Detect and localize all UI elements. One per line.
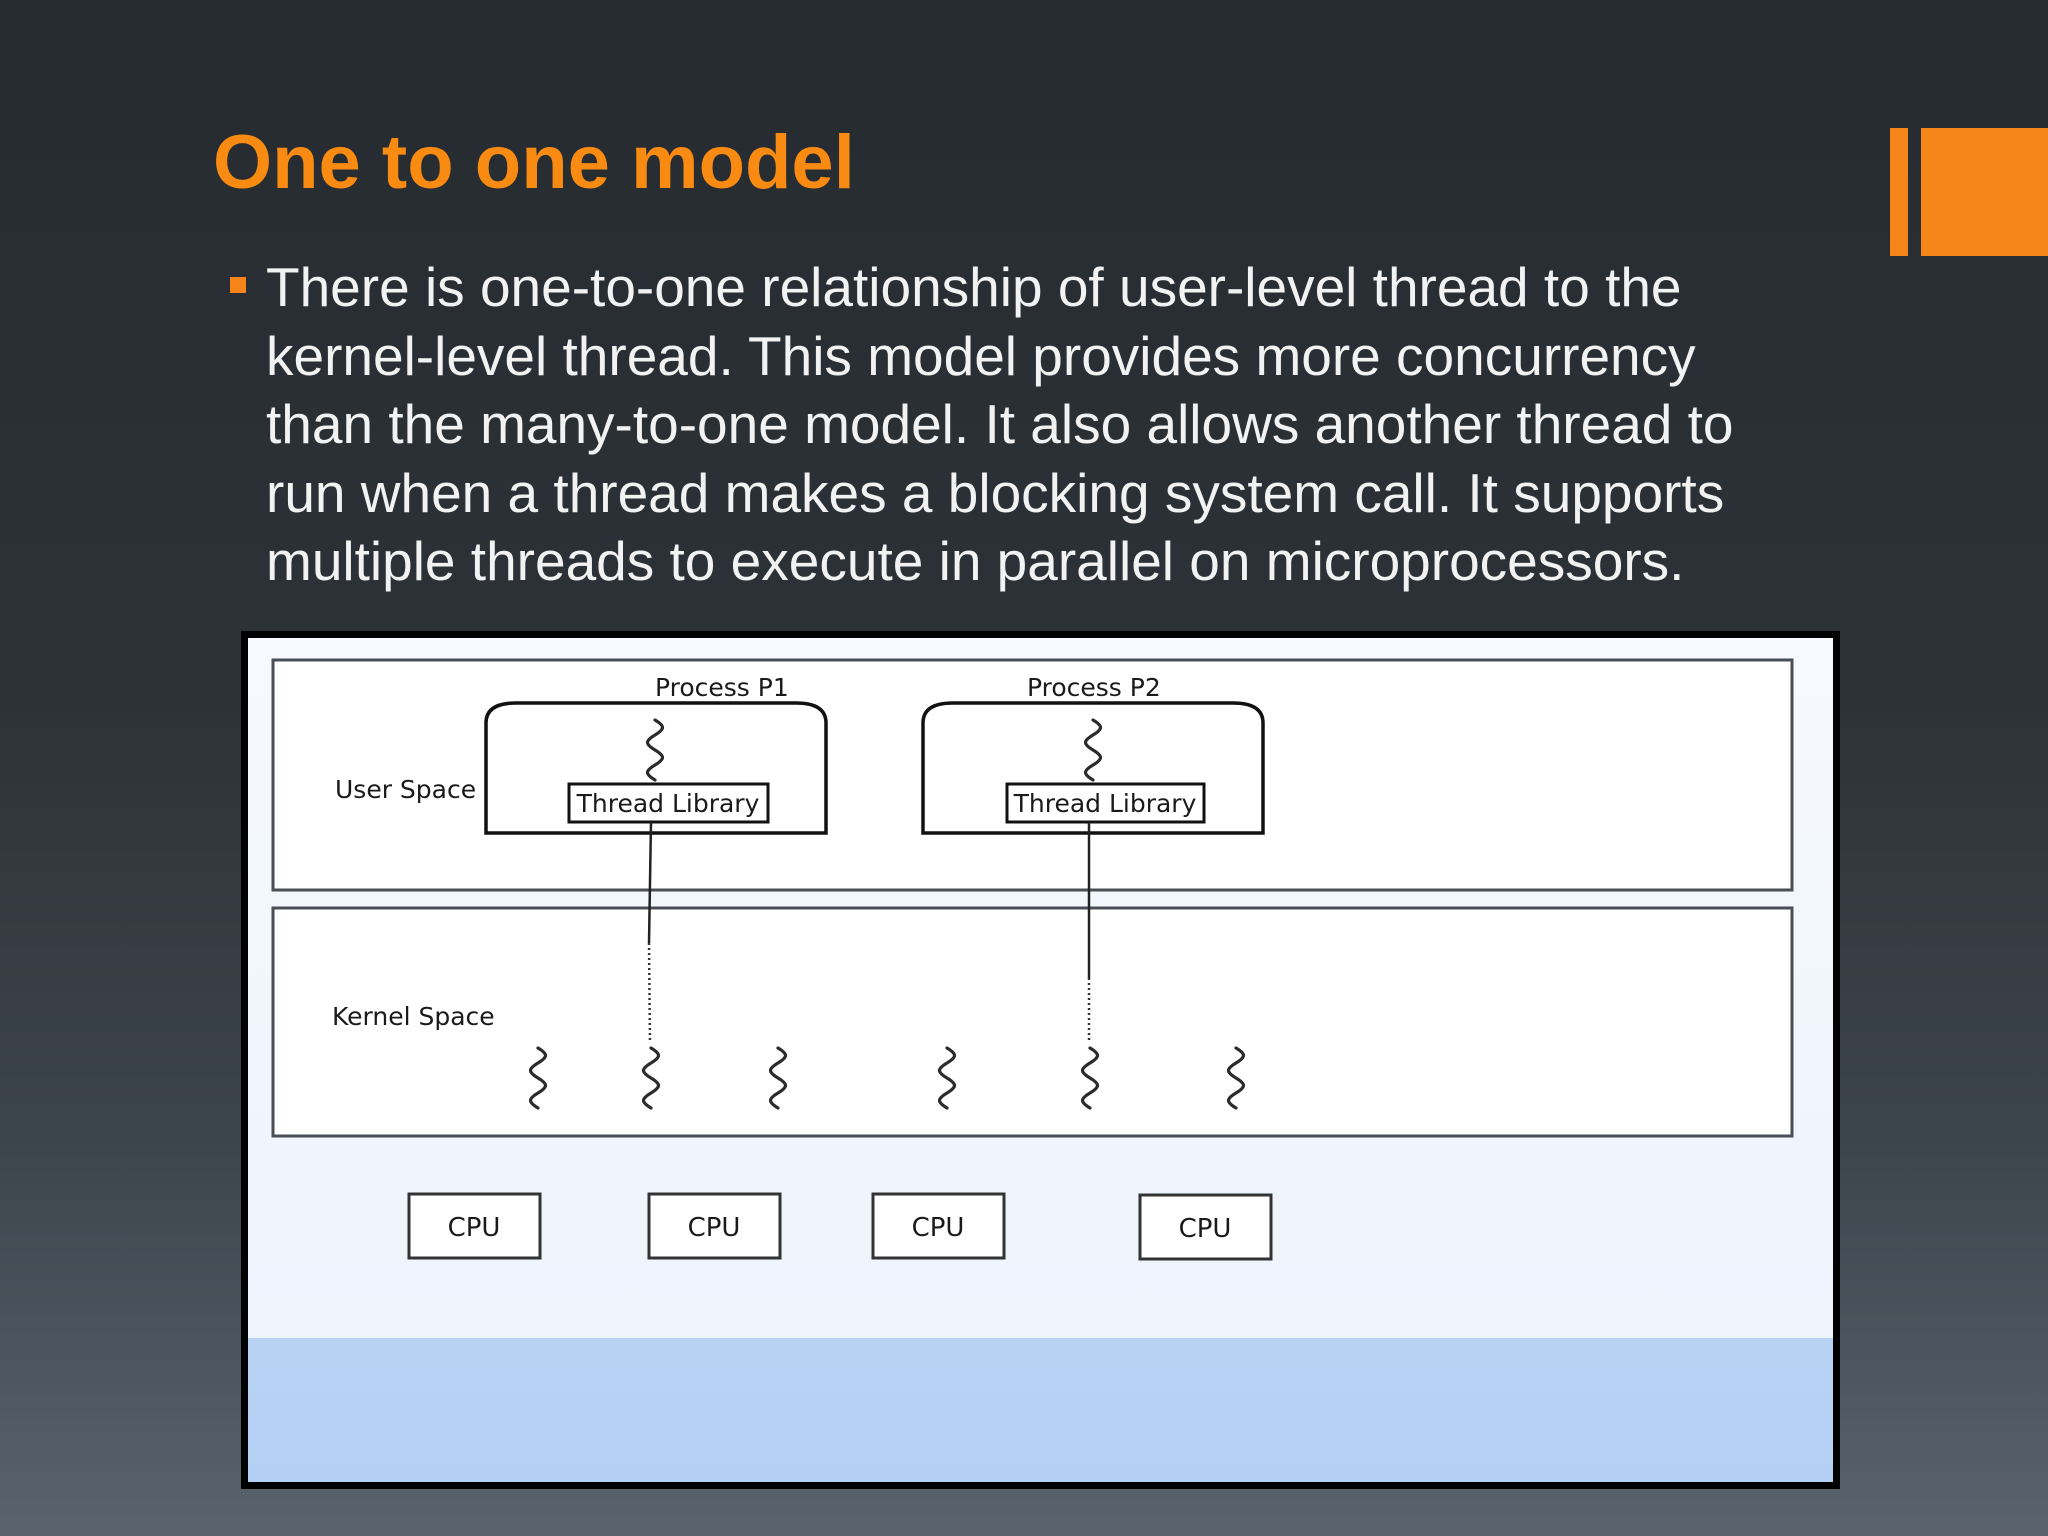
thread-library-p2-label: Thread Library <box>1013 789 1197 818</box>
kernel-space-box <box>271 906 1794 1138</box>
bullet-marker <box>230 277 246 293</box>
process-p1-label: Process P1 <box>655 673 789 702</box>
cpu-label: CPU <box>448 1213 501 1243</box>
kernel-space-label: Kernel Space <box>332 1002 495 1031</box>
thread-library-p1-box <box>567 782 770 824</box>
cpu-box <box>407 1192 542 1260</box>
mapping-line-p1 <box>647 821 653 944</box>
cpu-box <box>1138 1193 1273 1261</box>
bullet-line: than the many-to-one model. It also allo… <box>266 393 1734 455</box>
bullet-line: There is one-to-one relationship of user… <box>266 256 1682 318</box>
thread-model-diagram: User Space Process P1 Thread Library Pro… <box>241 631 1840 1489</box>
bullet-line: kernel-level thread. This model provides… <box>266 324 1696 387</box>
cpu-label: CPU <box>912 1213 965 1243</box>
cpu-label: CPU <box>688 1213 741 1243</box>
thread-library-p2-box <box>1005 782 1206 824</box>
mapping-line-p1-dotted <box>647 942 652 1044</box>
accent-bar-block <box>1921 128 2048 256</box>
bullet-text: There is one-to-one relationship of user… <box>266 253 1826 596</box>
bullet-line: multiple threads to execute in parallel … <box>266 530 1685 592</box>
cpu-box <box>871 1192 1006 1260</box>
user-space-label: User Space <box>335 775 476 804</box>
cpu-box <box>647 1192 782 1260</box>
process-p2-label: Process P2 <box>1027 673 1161 702</box>
cpu-label: CPU <box>1179 1214 1232 1244</box>
thread-library-p1-label: Thread Library <box>576 789 760 818</box>
slide-title: One to one model <box>213 120 855 205</box>
bullet-line: run when a thread makes a blocking syste… <box>266 461 1725 524</box>
diagram-canvas: User Space Process P1 Thread Library Pro… <box>248 638 1833 1482</box>
accent-bar-thin <box>1890 128 1908 256</box>
